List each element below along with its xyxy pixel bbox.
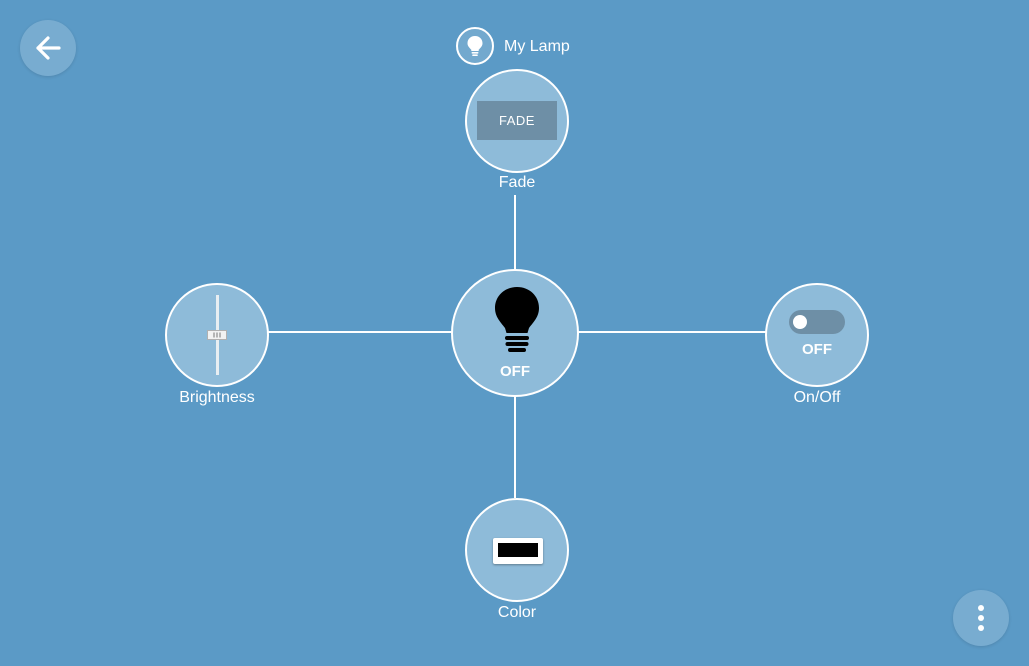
device-icon <box>456 27 494 65</box>
lightbulb-icon <box>495 287 539 352</box>
fade-node[interactable]: FADE <box>465 69 569 173</box>
connector-line-top <box>514 195 516 270</box>
color-label: Color <box>497 604 537 621</box>
device-center-node[interactable]: OFF <box>451 269 579 397</box>
toggle-knob <box>793 315 807 329</box>
connector-line-bottom <box>514 396 516 498</box>
connector-line-right <box>578 331 766 333</box>
onoff-node: OFF <box>765 283 869 387</box>
brightness-slider-thumb[interactable] <box>207 330 227 340</box>
fade-label: Fade <box>498 174 536 191</box>
color-swatch-fill <box>498 543 538 557</box>
connector-line-left <box>268 331 452 333</box>
device-title: My Lamp <box>504 38 570 55</box>
fade-button[interactable]: FADE <box>477 101 557 140</box>
arrow-left-icon <box>36 36 61 60</box>
more-vertical-icon <box>978 605 984 631</box>
toggle-state: OFF <box>802 341 832 358</box>
power-toggle[interactable] <box>789 310 845 334</box>
color-swatch[interactable] <box>493 538 543 564</box>
brightness-label: Brightness <box>179 389 255 406</box>
color-node <box>465 498 569 602</box>
lightbulb-icon <box>467 36 483 56</box>
brightness-node <box>165 283 269 387</box>
onoff-label: On/Off <box>793 389 841 406</box>
more-menu-button[interactable] <box>953 590 1009 646</box>
back-button[interactable] <box>20 20 76 76</box>
device-state: OFF <box>500 363 530 380</box>
grip-icon <box>213 332 221 338</box>
